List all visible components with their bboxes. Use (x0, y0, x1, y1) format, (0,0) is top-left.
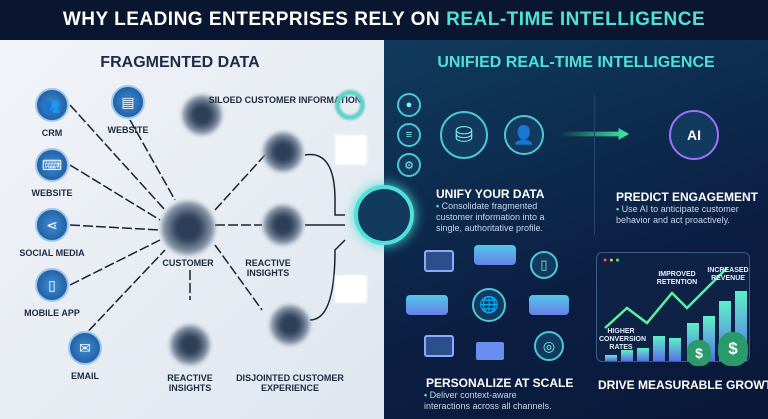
source-label: SOCIAL MEDIA (19, 248, 85, 258)
blurred-avatar (170, 325, 210, 365)
section-title: DRIVE MEASURABLE GROWTH (598, 378, 768, 392)
fragmented-heading: FRAGMENTED DATA (100, 54, 260, 71)
growth-bar (621, 350, 633, 361)
title-highlight: REAL-TIME INTELLIGENCE (446, 9, 706, 30)
revenue-label: INCREASED REVENUE (707, 267, 749, 282)
bar-chart-card (335, 135, 367, 165)
source-label: EMAIL (71, 371, 99, 381)
unified-heading: UNIFIED REAL-TIME INTELLIGENCE (437, 54, 715, 71)
blurred-avatar (182, 95, 222, 135)
window-controls: ● ● ● (603, 257, 620, 264)
share-icon: ⋖ (35, 208, 69, 242)
blurred-avatar (270, 305, 310, 345)
source-label: WEBSITE (107, 125, 149, 135)
growth-bar (653, 336, 665, 361)
chat-bubble-icon (406, 295, 448, 315)
growth-trend-line (604, 267, 728, 329)
unified-panel: UNIFIED REAL-TIME INTELLIGENCE ● ≡ ⚙ ⛁ 👤… (354, 40, 768, 419)
conversion-label: HIGHER CONVERSION RATES (599, 328, 647, 351)
section-title: PREDICT ENGAGEMENT (616, 190, 759, 204)
section-title: PERSONALIZE AT SCALE (426, 376, 574, 390)
section-desc: • Use AI to anticipate customer behavior… (616, 204, 739, 225)
source-label: MOBILE APP (24, 308, 80, 318)
blurred-avatar (263, 205, 303, 245)
jagged-line (69, 104, 166, 211)
browser-icon: ▤ (111, 85, 145, 119)
disjointed-label: DISJOINTED CUSTOMER EXPERIENCE (236, 373, 344, 393)
reactive-insights-label: REACTIVE INSIGHTS (245, 258, 291, 278)
chat-bubble-icon (474, 245, 516, 265)
section-desc: • Deliver context-aware interactions acr… (424, 390, 552, 411)
growth-bar (669, 338, 681, 361)
smartphone-icon: ▯ (530, 251, 558, 279)
connection-lines (69, 104, 346, 341)
users-icon: ● (397, 93, 421, 117)
users-icon: 👥 (35, 88, 69, 122)
code-window-icon: ⌨ (35, 148, 69, 182)
fragmented-panel: FRAGMENTED DATA 👥 CRM ⌨ WEBSITE ⋖ SOCIAL… (0, 40, 384, 419)
globe-icon: 🌐 (472, 288, 506, 322)
desc-text: Use AI to anticipate customer behavior a… (616, 204, 739, 225)
gear-icon: ⚙ (397, 153, 421, 177)
section-desc: • Consolidate fragmented customer inform… (436, 201, 545, 233)
user-icon: 👤 (504, 115, 544, 155)
desc-text: Consolidate fragmented customer informat… (436, 201, 545, 233)
donut-chart-icon (335, 90, 365, 120)
target-icon: ◎ (534, 331, 564, 361)
section-title: UNIFY YOUR DATA (436, 187, 545, 201)
smartphone-icon: ▯ (35, 268, 69, 302)
growth-bar (637, 348, 649, 361)
source-label: WEBSITE (31, 188, 73, 198)
unified-customer-avatar (354, 185, 414, 245)
laptop-mail-icon (424, 335, 454, 357)
money-bag-icon: $ (687, 340, 711, 366)
blurred-avatar (263, 132, 303, 172)
retention-label: IMPROVED RETENTION (656, 271, 698, 286)
envelope-icon (476, 342, 504, 360)
envelope-icon: ✉ (68, 331, 102, 365)
laptop-user-icon (424, 250, 454, 272)
database-icon: ≡ (397, 123, 421, 147)
database-icon: ⛁ (440, 111, 488, 159)
ai-brain-icon: AI (669, 110, 719, 160)
money-bag-icon: $ (718, 332, 748, 366)
title-text: WHY LEADING ENTERPRISES RELY ON (62, 9, 441, 30)
reactive-insights-label: REACTIVE INSIGHTS (167, 373, 213, 393)
growth-bar (605, 355, 617, 361)
divider (594, 95, 595, 235)
desc-text: Deliver context-aware interactions acros… (424, 390, 552, 411)
chat-bubble-icon (529, 295, 569, 315)
customer-avatar (161, 201, 215, 255)
siloed-label: SILOED CUSTOMER INFORMATION (208, 95, 362, 105)
bar-chart-card (335, 275, 367, 303)
source-label: CRM (41, 128, 63, 138)
customer-label: CUSTOMER (162, 258, 214, 268)
